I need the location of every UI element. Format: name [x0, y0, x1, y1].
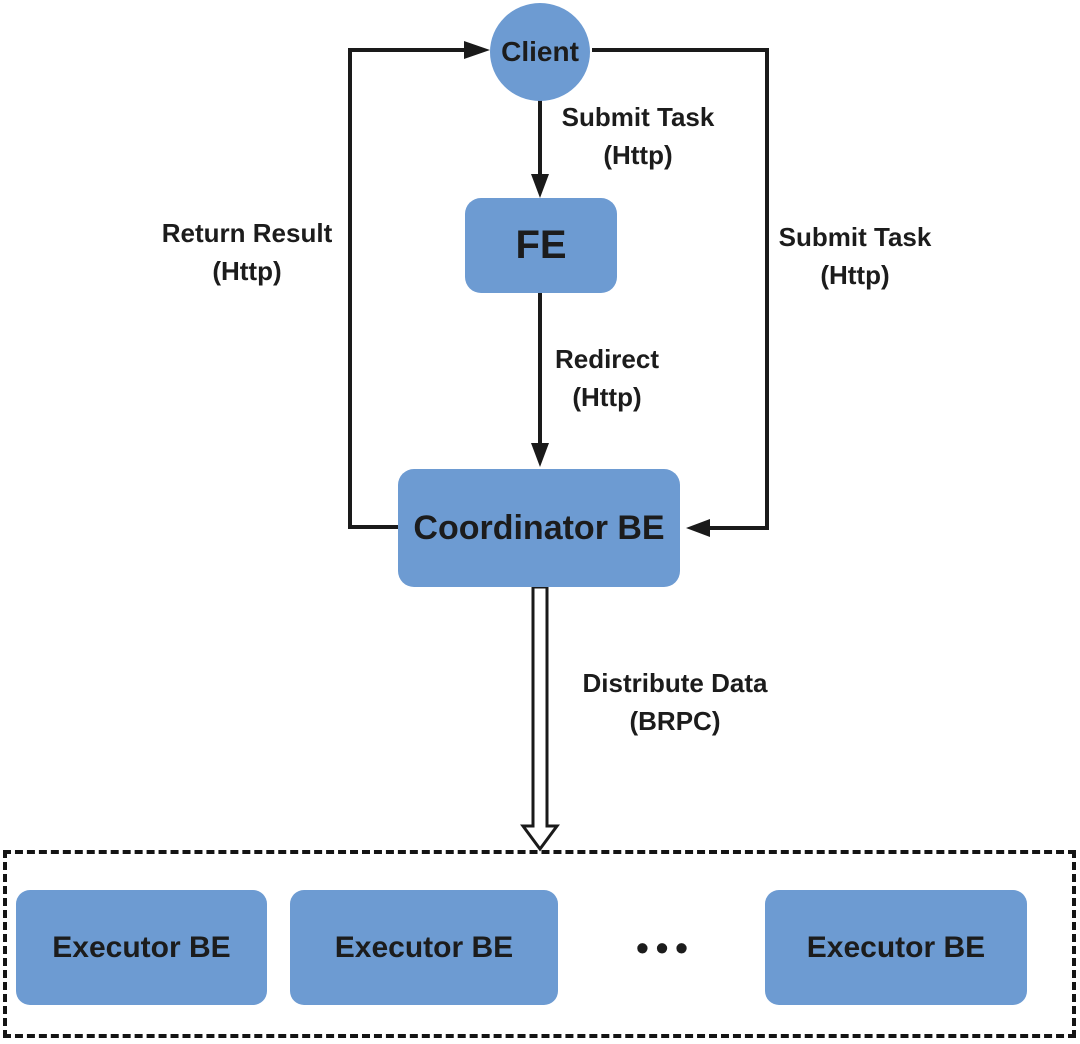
client-node-label: Client	[501, 36, 579, 67]
executor-be-node-1-label: Executor BE	[52, 930, 231, 964]
redirect-label-line1: Redirect	[554, 344, 660, 374]
fe-to-coordinator-arrowhead	[531, 443, 549, 467]
redirect-label-line2: (Http)	[572, 382, 642, 412]
executor-be-node-1: Executor BE	[16, 890, 267, 1005]
submit-task-right-label-line2: (Http)	[820, 260, 890, 290]
distribute-data-block-arrow	[520, 585, 560, 852]
more-executors-ellipsis: •••	[636, 926, 695, 968]
client-node: Client	[490, 3, 590, 101]
executor-be-node-3-label: Executor BE	[806, 930, 986, 964]
executor-be-node-3: Executor BE	[765, 890, 1027, 1005]
submit-task-right-label-line1: Submit Task	[778, 222, 932, 252]
fe-node: FE	[465, 198, 617, 293]
submit-task-top-label: Submit Task (Http)	[548, 98, 728, 174]
executor-be-node-2: Executor BE	[290, 890, 558, 1005]
return-result-label-line1: Return Result	[161, 218, 333, 248]
client-to-coordinator-arrowhead	[686, 519, 710, 537]
redirect-label: Redirect (Http)	[517, 340, 697, 416]
coordinator-to-client-arrowhead	[464, 41, 490, 59]
coordinator-be-node: Coordinator BE	[398, 469, 680, 587]
submit-task-top-label-line2: (Http)	[603, 140, 673, 170]
executor-group-container	[3, 850, 1076, 1038]
distribute-data-label: Distribute Data (BRPC)	[565, 664, 785, 740]
return-result-label-line2: (Http)	[212, 256, 282, 286]
client-to-fe-arrowhead	[531, 174, 549, 198]
distribute-data-label-line2: (BRPC)	[629, 706, 721, 736]
coordinator-to-client-line	[348, 48, 464, 529]
return-result-label: Return Result (Http)	[147, 214, 347, 290]
executor-be-node-2-label: Executor BE	[334, 930, 514, 964]
distribute-data-label-line1: Distribute Data	[582, 668, 768, 698]
fe-node-label: FE	[515, 223, 567, 267]
submit-task-right-label: Submit Task (Http)	[755, 218, 955, 294]
coordinator-be-node-label: Coordinator BE	[413, 508, 665, 547]
submit-task-top-label-line1: Submit Task	[561, 102, 715, 132]
client-to-coordinator-line	[592, 48, 769, 530]
